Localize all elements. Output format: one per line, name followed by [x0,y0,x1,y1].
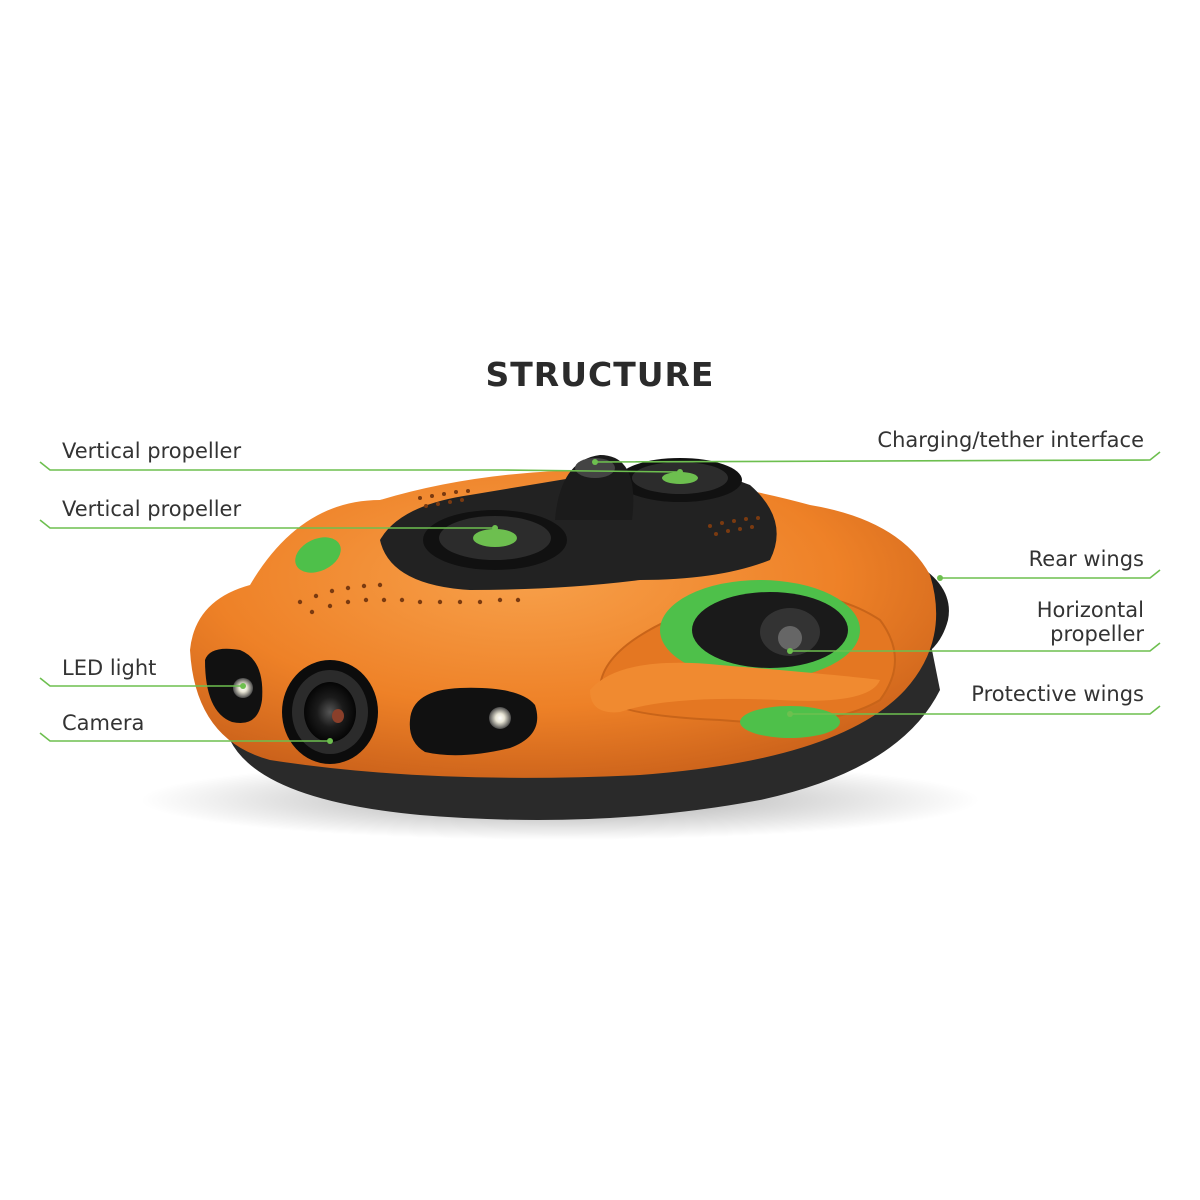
leader-rear-wings [940,569,1161,579]
label-led-light: LED light [62,656,157,680]
label-protective-wings: Protective wings [971,682,1144,706]
label-horizontal-propeller-line1: Horizontal [1036,598,1144,622]
leader-lines [39,451,1161,742]
label-vertical-propeller-2: Vertical propeller [62,497,242,521]
leader-horizontal-propeller [790,642,1161,652]
leader-protective-wings [790,705,1161,715]
leader-vertical-propeller-1 [39,461,681,473]
drone-underside [230,640,940,820]
leader-camera [39,732,330,742]
horizontal-propeller-opening [660,580,860,680]
front-camera [282,660,378,764]
protective-wing-bar [590,662,880,713]
protective-wing-green [740,706,840,738]
leader-charging [594,451,1161,463]
vertical-propeller-front [423,510,567,570]
side-green-accent [295,537,341,573]
front-led-right [409,687,538,756]
leader-dots [240,459,943,744]
label-charging-tether-interface: Charging/tether interface [877,428,1144,452]
label-vertical-propeller-1: Vertical propeller [62,439,242,463]
vent-dots [297,489,760,615]
label-horizontal-propeller-line2: propeller [1050,622,1144,646]
leader-vertical-propeller-2 [39,519,495,529]
leader-led-light [39,677,243,687]
label-camera: Camera [62,711,145,735]
vertical-propeller-rear [618,458,742,502]
diagram-title: STRUCTURE [485,355,715,394]
label-rear-wings: Rear wings [1028,547,1144,571]
